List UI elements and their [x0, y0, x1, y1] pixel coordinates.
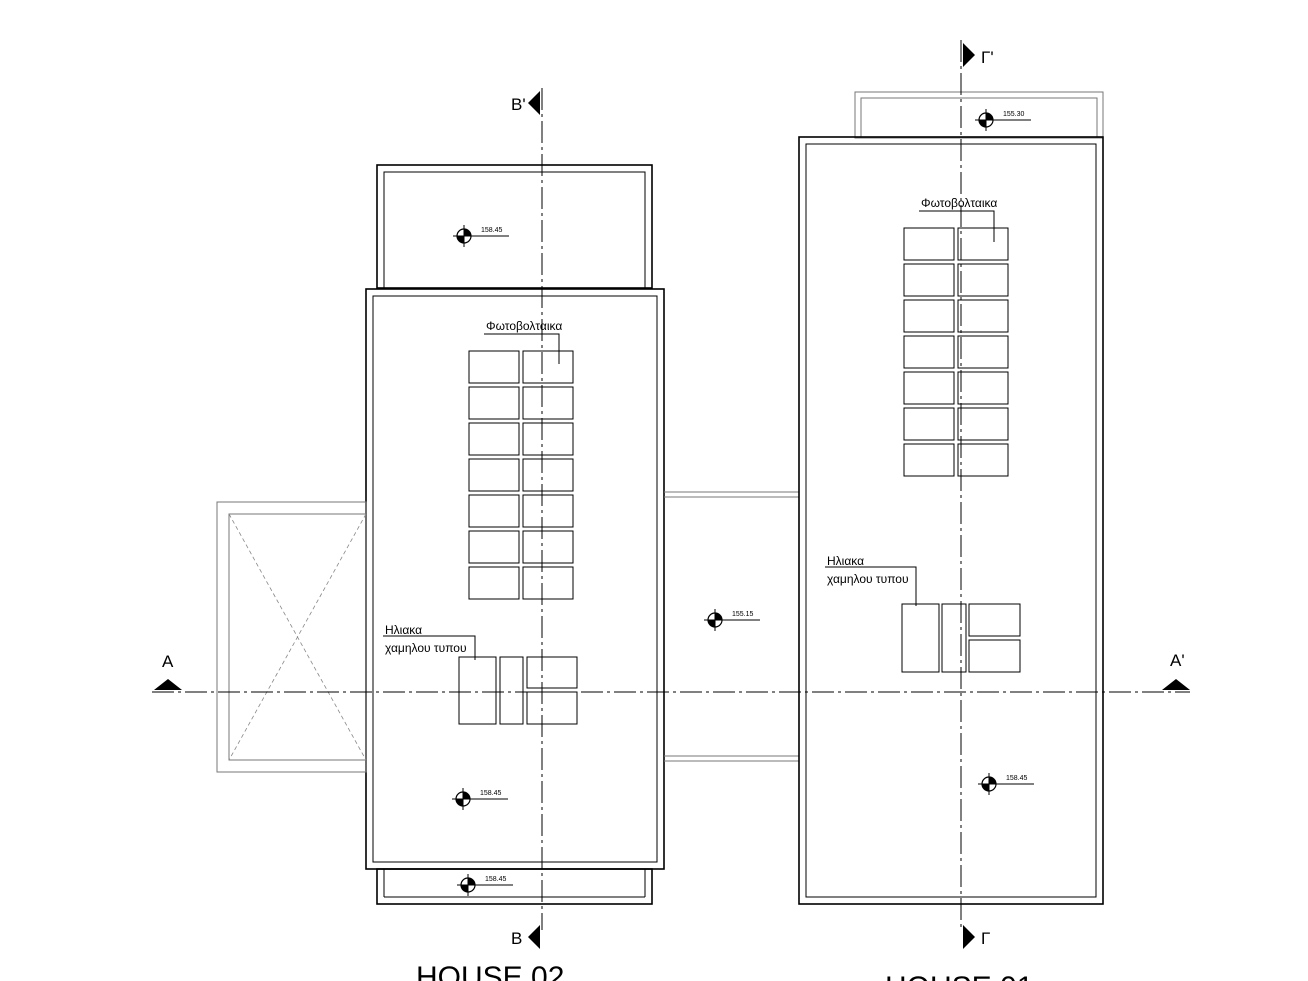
pv-panel — [903, 335, 955, 369]
house-01 — [798, 91, 1104, 905]
section-label-b-top: B' — [511, 95, 526, 114]
pv-panel — [522, 386, 574, 420]
level-value: 158.45 — [1006, 775, 1028, 782]
pv-panel — [957, 371, 1009, 405]
level-value: 158.45 — [485, 876, 507, 883]
level-value: 158.45 — [480, 790, 502, 797]
house-02-lower-roof — [376, 868, 653, 905]
level-value: 158.45 — [481, 227, 503, 234]
level-marker: 158.45 — [453, 225, 509, 247]
pv-panel — [522, 530, 574, 564]
pv-leader-house-02 — [484, 333, 560, 364]
level-marker: 158.45 — [457, 874, 513, 896]
pv-panel — [957, 335, 1009, 369]
pv-panel — [957, 227, 1009, 261]
pv-panels-house-02 — [468, 350, 574, 600]
solar-tank — [458, 656, 497, 725]
house-02-upper-roof — [376, 164, 653, 289]
pv-panel — [522, 566, 574, 600]
solar-collector — [941, 603, 967, 673]
house-02-upper-roof-inner — [383, 171, 646, 288]
house-02-title: HOUSE 02 — [416, 961, 564, 981]
section-arrow-b-bottom — [528, 925, 540, 949]
void-outer — [216, 501, 367, 773]
connecting-link — [664, 491, 799, 762]
solar-label-house-02-line2: χαμηλου τυπου — [385, 641, 467, 655]
pv-label-house-02: Φωτοβολταικα — [486, 319, 562, 333]
pv-panel — [468, 530, 520, 564]
pv-label-house-01: Φωτοβολταικα — [921, 196, 997, 210]
house-02-main-roof-inner — [372, 295, 658, 863]
solar-collector — [526, 691, 578, 725]
level-marker: 155.15 — [704, 609, 760, 631]
pv-panel — [468, 386, 520, 420]
pv-panel — [903, 407, 955, 441]
solar-collector — [526, 656, 578, 689]
pv-panel — [468, 494, 520, 528]
section-arrow-a-right — [1162, 679, 1190, 690]
solar-label-house-01-line1: Ηλιακα — [827, 554, 864, 568]
house-01-title: HOUSE 01 — [885, 971, 1033, 981]
level-marker: 158.45 — [978, 773, 1034, 795]
level-marker: 158.45 — [452, 788, 508, 810]
house-01-main-roof-inner — [805, 143, 1097, 898]
pv-panel — [903, 227, 955, 261]
house-02 — [365, 164, 665, 905]
solar-label-house-01-line2: χαμηλου τυπου — [827, 572, 909, 586]
section-arrow-b-top — [528, 91, 540, 115]
solar-leader-house-02 — [383, 635, 476, 660]
pv-panel — [468, 350, 520, 384]
pv-panel — [957, 407, 1009, 441]
solar-collectors-house-02 — [458, 656, 578, 725]
level-marker: 155.30 — [975, 109, 1031, 131]
section-label-a-left: A — [162, 652, 174, 671]
section-label-g-top: Γ' — [981, 48, 994, 67]
house-01-main-roof — [798, 136, 1104, 905]
pv-panel — [903, 263, 955, 297]
pv-panel — [522, 350, 574, 384]
pv-panel — [957, 263, 1009, 297]
pv-panels-house-01 — [903, 227, 1009, 477]
section-arrow-g-bottom — [963, 925, 975, 949]
level-value: 155.15 — [732, 611, 754, 618]
house-02-main-roof — [365, 288, 665, 870]
pv-panel — [468, 422, 520, 456]
section-label-g-bottom: Γ — [981, 929, 990, 948]
house-01-upper-roof — [854, 91, 1104, 139]
pv-panel — [522, 494, 574, 528]
solar-collector — [499, 656, 524, 725]
void-diagonal-2 — [228, 513, 367, 761]
pv-panel — [903, 371, 955, 405]
house-01-upper-roof-inner — [860, 97, 1098, 138]
pv-panel — [522, 422, 574, 456]
section-label-b-bottom: B — [511, 929, 522, 948]
section-arrow-g-top — [963, 43, 975, 67]
pv-panel — [903, 299, 955, 333]
pv-panel — [468, 458, 520, 492]
pv-panel — [522, 458, 574, 492]
void-inner — [228, 513, 367, 761]
void-opening — [216, 501, 367, 773]
pv-panel — [903, 443, 955, 477]
solar-tank — [901, 603, 940, 673]
solar-collector — [968, 603, 1021, 637]
level-value: 155.30 — [1003, 111, 1025, 118]
solar-collectors-house-01 — [901, 603, 1021, 673]
pv-panel — [468, 566, 520, 600]
solar-leader-house-01 — [825, 566, 917, 606]
section-arrow-a-left — [154, 679, 182, 690]
section-label-a-right: A' — [1170, 651, 1185, 670]
pv-panel — [957, 443, 1009, 477]
pv-leader-house-01 — [919, 210, 995, 242]
solar-collector — [968, 639, 1021, 673]
solar-label-house-02-line1: Ηλιακα — [385, 623, 422, 637]
pv-panel — [957, 299, 1009, 333]
